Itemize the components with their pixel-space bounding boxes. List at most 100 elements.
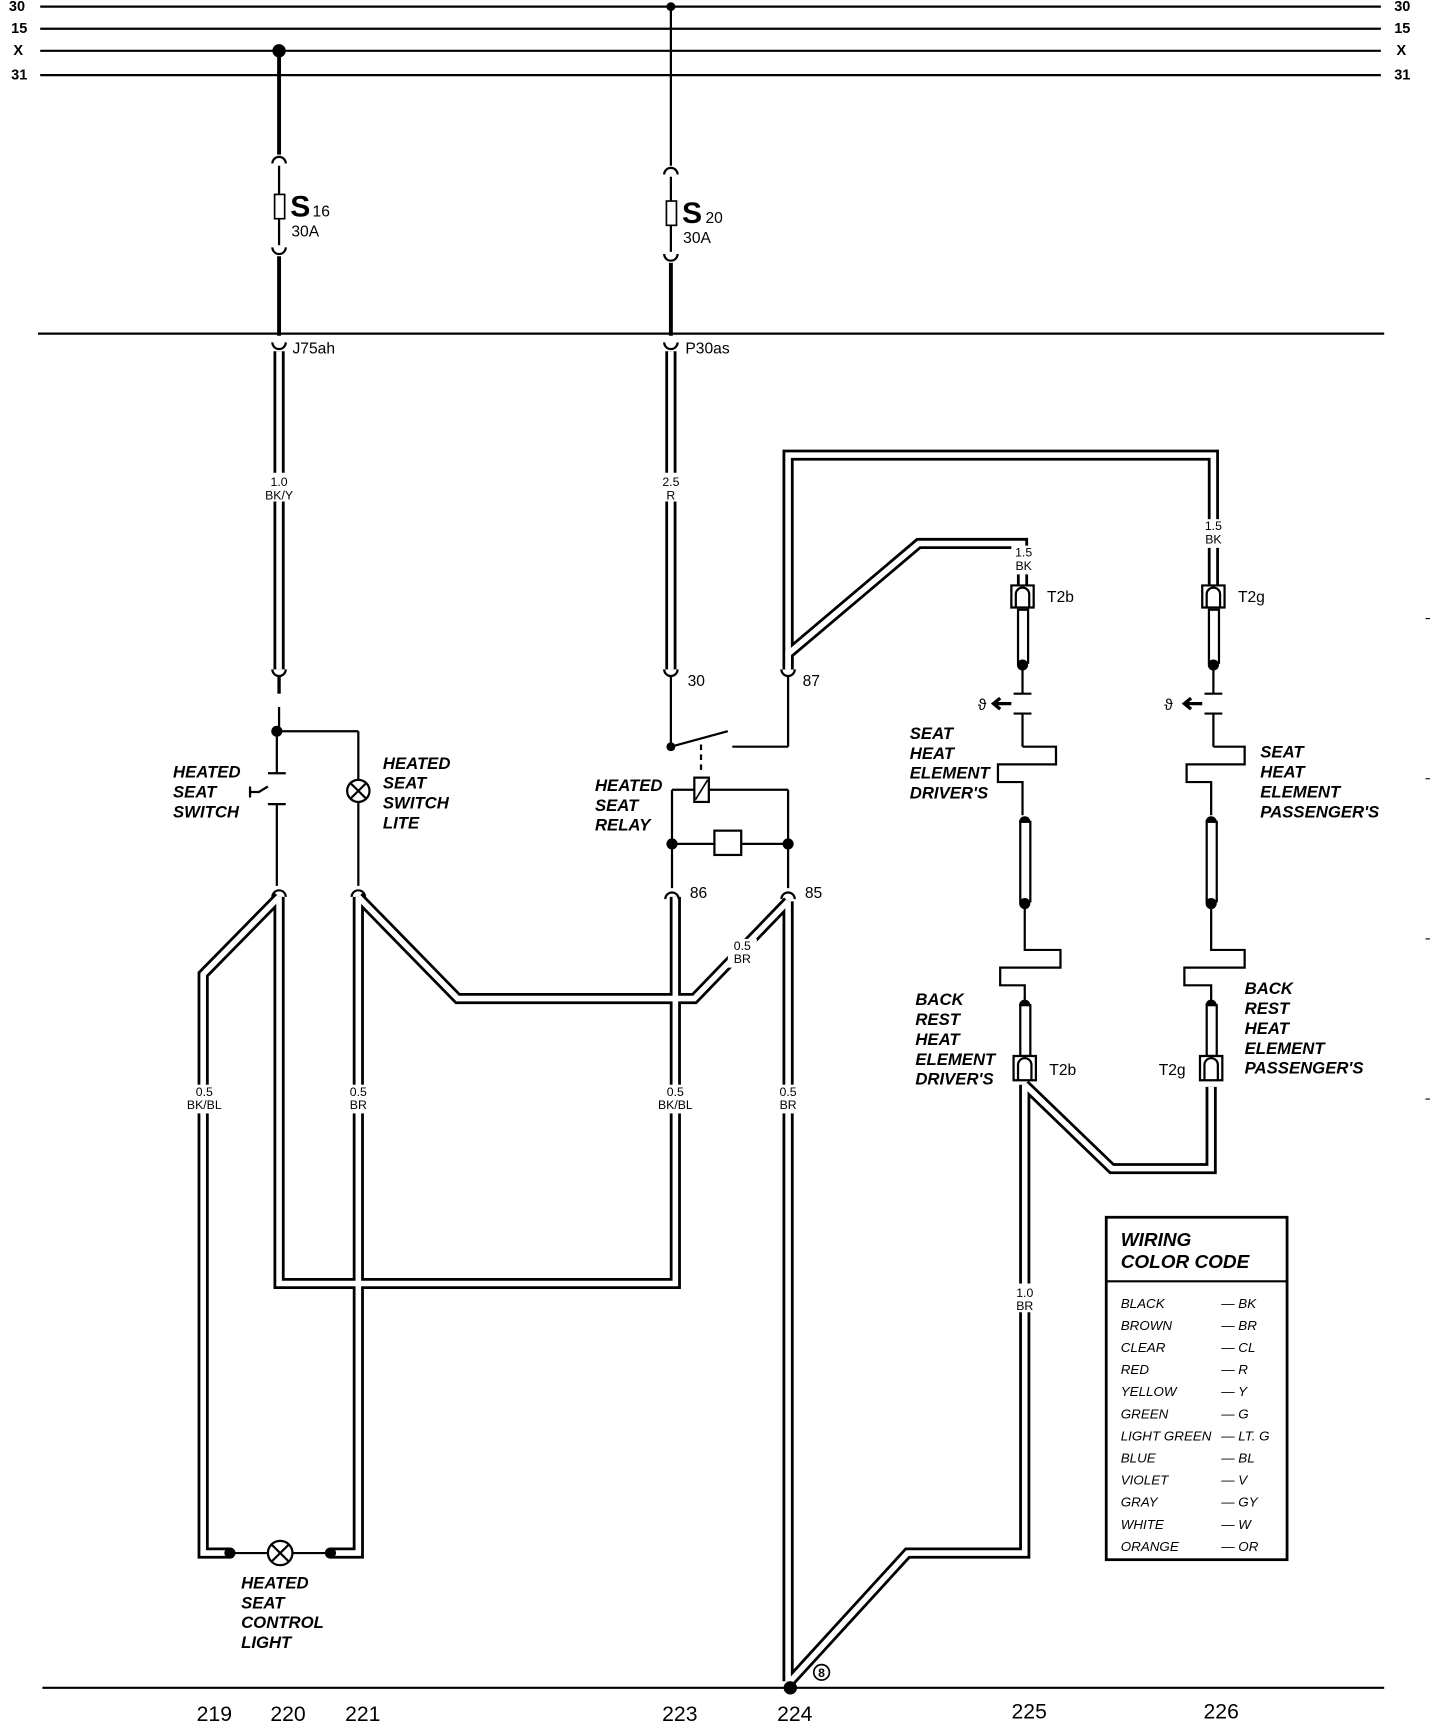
heated-seat-relay: 30 87 86 85 [663,668,822,902]
rail-label-right: 30 [1394,0,1410,15]
svg-text:HEAT: HEAT [915,1030,961,1049]
legend-color-name: ORANGE [1121,1539,1179,1554]
wire-size: 0.5 [734,939,751,953]
legend-color-name: GREEN [1121,1406,1169,1421]
svg-text:BACK: BACK [915,990,965,1009]
label-back-rest-passenger: BACK REST HEAT ELEMENT PASSENGER'S [1245,979,1364,1077]
track-number: 224 [777,1703,813,1726]
svg-text:REST: REST [1245,999,1291,1018]
label-control-light: HEATED SEAT CONTROL LIGHT [241,1573,324,1652]
track-number: 225 [1012,1701,1047,1724]
wire-color: BR [1016,1299,1033,1313]
fuse-s20: S 20 30A [663,2,723,336]
svg-text:LIGHT: LIGHT [241,1633,293,1652]
heated-seat-control-light [224,1539,336,1567]
rail-label-left: 31 [11,68,27,84]
legend-color-code: — GY [1220,1495,1259,1510]
rail-label-left: 30 [9,0,25,15]
fuse-number: 16 [313,204,330,221]
connector-j75ah: J75ah [292,341,335,358]
svg-text:PASSENGER'S: PASSENGER'S [1260,802,1379,821]
track-number: 220 [270,1703,305,1726]
legend-color-name: CLEAR [1121,1340,1166,1355]
legend-color-code: — CL [1220,1340,1255,1355]
connector-p30as: P30as [685,341,730,358]
legend-title: COLOR CODE [1121,1251,1251,1272]
passenger-seat-heat-element: T2g ϑ T2g [1159,584,1265,1082]
label-seat-heat-passenger: SEAT HEAT ELEMENT PASSENGER'S [1260,743,1379,822]
ground-point: 8 [783,1663,831,1695]
rail-label-right: 15 [1394,21,1410,37]
svg-text:CONTROL: CONTROL [241,1613,324,1632]
legend-color-code: — LT. G [1220,1428,1269,1443]
wire-color: BK [1205,533,1221,547]
wire-color: R [666,488,675,502]
pin-86: 86 [690,885,707,902]
legend-color-code: — OR [1220,1539,1259,1554]
wire-color: BK/Y [265,488,293,502]
svg-text:HEATED: HEATED [241,1573,309,1592]
legend-color-code: — Y [1220,1384,1248,1399]
connector-icon [1201,584,1226,609]
label-heated-seat-switch: HEATED SEAT SWITCH [173,763,241,822]
wire-color: BR [734,952,751,966]
fuse-rating: 30A [683,230,711,247]
track-number: 223 [662,1703,697,1726]
legend-title: WIRING [1121,1229,1192,1250]
connector-icon [1010,584,1035,609]
svg-text:SEAT: SEAT [173,783,218,802]
fuse-letter: S [290,191,310,224]
legend-color-code: — G [1220,1406,1249,1421]
legend-color-name: BLACK [1121,1296,1166,1311]
wire-size: 1.0 [271,475,288,489]
legend-color-code: — BL [1220,1451,1254,1466]
wire-size: 1.0 [1016,1286,1033,1300]
svg-text:SEAT: SEAT [241,1593,286,1612]
driver-seat-heat-element: T2b ϑ T2b [978,584,1076,1082]
connector-t2g: T2g [1159,1062,1186,1079]
track-number: 219 [197,1703,232,1726]
switch-actuator-icon [248,785,269,798]
svg-text:SEAT: SEAT [383,774,428,793]
svg-text:ϑ: ϑ [1164,697,1173,714]
svg-text:ELEMENT: ELEMENT [915,1050,997,1069]
svg-text:ϑ: ϑ [978,697,987,714]
legend-color-code: — R [1220,1362,1248,1377]
pin-85: 85 [805,885,822,902]
svg-text:PASSENGER'S: PASSENGER'S [1245,1059,1364,1078]
wire-color: BK/BL [187,1098,222,1112]
wire-size: 1.5 [1015,546,1032,560]
label-back-rest-driver: BACK REST HEAT ELEMENT DRIVER'S [915,990,997,1088]
legend-color-name: LIGHT GREEN [1121,1428,1212,1443]
wire-harness [197,351,1219,1685]
thermostat-icon [990,696,1012,711]
connector-icon [1198,1054,1224,1082]
legend-color-name: VIOLET [1121,1473,1169,1488]
ground-number: 8 [818,1666,825,1680]
svg-text:BACK: BACK [1245,979,1295,998]
svg-text:HEATED: HEATED [383,754,451,773]
wire-size: 0.5 [667,1085,684,1099]
label-seat-heat-driver: SEAT HEAT ELEMENT DRIVER'S [910,724,992,803]
svg-text:HEATED: HEATED [595,776,663,795]
wire-color: BR [350,1098,367,1112]
track-number: 226 [1204,1701,1239,1724]
wire-size: 0.5 [780,1085,797,1099]
wire-size: 0.5 [196,1085,213,1099]
legend-color-name: GRAY [1121,1495,1159,1510]
thermostat-icon [1181,696,1203,711]
fuse-element [273,193,286,220]
connector-t2g: T2g [1238,589,1265,606]
wire-color: BR [780,1098,797,1112]
power-rails: 30 15 X 31 30 15 X 31 [9,0,1410,84]
svg-text:REST: REST [915,1010,961,1029]
wire-size: 0.5 [350,1085,367,1099]
track-number: 221 [345,1703,380,1726]
legend-color-name: BLUE [1121,1451,1156,1466]
svg-text:RELAY: RELAY [595,816,652,835]
svg-text:HEAT: HEAT [1260,763,1306,782]
svg-text:ELEMENT: ELEMENT [1260,783,1342,802]
legend-color-code: — BK [1220,1296,1257,1311]
svg-text:ELEMENT: ELEMENT [1245,1039,1327,1058]
